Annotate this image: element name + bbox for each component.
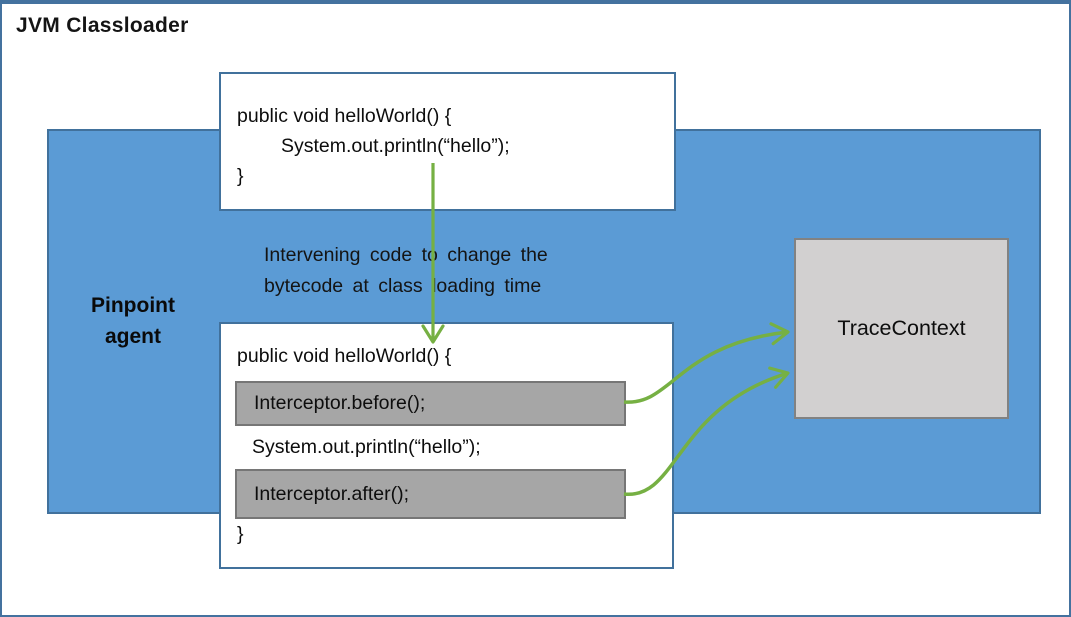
trace-context-box: TraceContext: [794, 238, 1009, 419]
agent-label-line2: agent: [104, 325, 161, 348]
interceptor-after-label: Interceptor.after();: [254, 482, 409, 505]
interceptor-before-box: Interceptor.before();: [235, 381, 626, 426]
original-code-box: public void helloWorld() { System.out.pr…: [219, 72, 676, 211]
annotation-line1: Intervening code to change the: [264, 244, 548, 266]
instrumented-code-box: public void helloWorld() { Interceptor.b…: [219, 322, 674, 569]
code-line: System.out.println(“hello”);: [281, 135, 510, 157]
code-line: }: [237, 523, 244, 545]
interceptor-after-box: Interceptor.after();: [235, 469, 626, 519]
code-line: public void helloWorld() {: [237, 345, 452, 367]
agent-label-line1: Pinpoint: [91, 294, 175, 317]
bytecode-annotation: Intervening code to change the bytecode …: [264, 240, 548, 302]
trace-context-label: TraceContext: [837, 316, 966, 340]
pinpoint-agent-label: Pinpoint agent: [58, 290, 208, 352]
diagram-title: JVM Classloader: [16, 14, 189, 37]
code-line: }: [237, 165, 244, 187]
code-line: System.out.println(“hello”);: [252, 436, 481, 458]
interceptor-before-label: Interceptor.before();: [254, 392, 426, 414]
annotation-line2: bytecode at class loading time: [264, 275, 542, 297]
code-line: public void helloWorld() {: [237, 105, 452, 127]
